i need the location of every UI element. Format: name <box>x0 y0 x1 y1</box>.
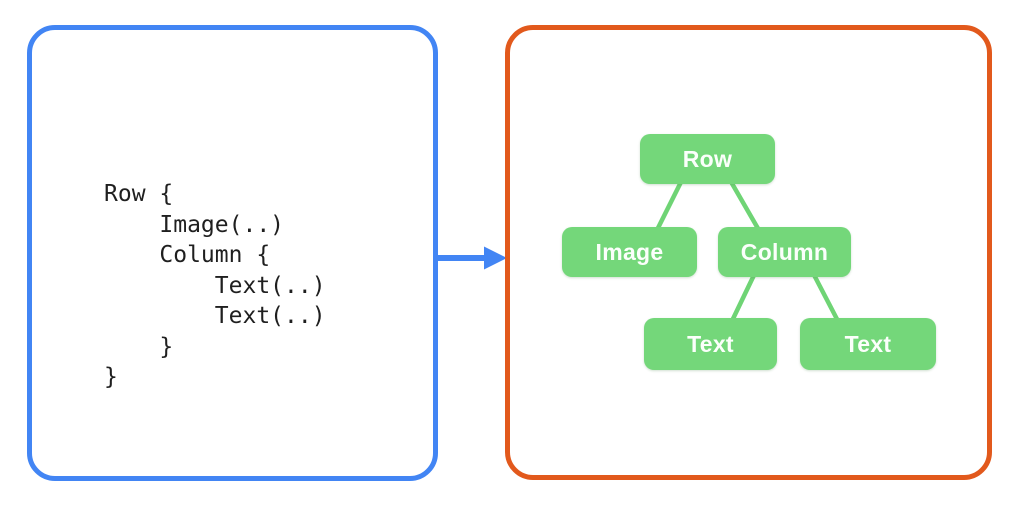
tree-node-column: Column <box>718 227 851 277</box>
code-line-column-open: Column { <box>104 242 271 268</box>
tree-node-label: Text <box>687 330 734 357</box>
code-line-row-open: Row { <box>104 181 174 207</box>
tree-node-text-1: Text <box>644 318 777 370</box>
code-line-text-2: Text(..) <box>104 303 326 329</box>
tree-node-label: Text <box>844 330 892 357</box>
edge-row-image <box>653 177 685 235</box>
code-panel: Row { Image(..) Column { Text(..) Text(.… <box>27 25 438 481</box>
tree-node-label: Row <box>682 145 733 172</box>
code-block: Row { Image(..) Column { Text(..) Text(.… <box>104 179 326 393</box>
tree-node-image: Image <box>562 227 697 277</box>
code-line-text-1: Text(..) <box>104 272 326 299</box>
tree-node-label: Column <box>740 238 829 265</box>
code-line-column-close: } <box>104 333 174 360</box>
edge-row-column <box>727 177 763 235</box>
tree-node-label: Image <box>595 238 664 265</box>
tree-node-text-2: Text <box>800 318 936 370</box>
tree-edges <box>653 177 842 326</box>
code-line-row-close: } <box>104 364 118 390</box>
arrow-right-icon <box>435 246 507 270</box>
edge-column-text2 <box>810 270 842 326</box>
code-line-image: Image(..) <box>104 211 285 238</box>
tree-node-row: Row <box>640 134 775 184</box>
tree-panel: Row Image Column Text Text <box>505 25 992 480</box>
edge-column-text1 <box>728 270 758 326</box>
